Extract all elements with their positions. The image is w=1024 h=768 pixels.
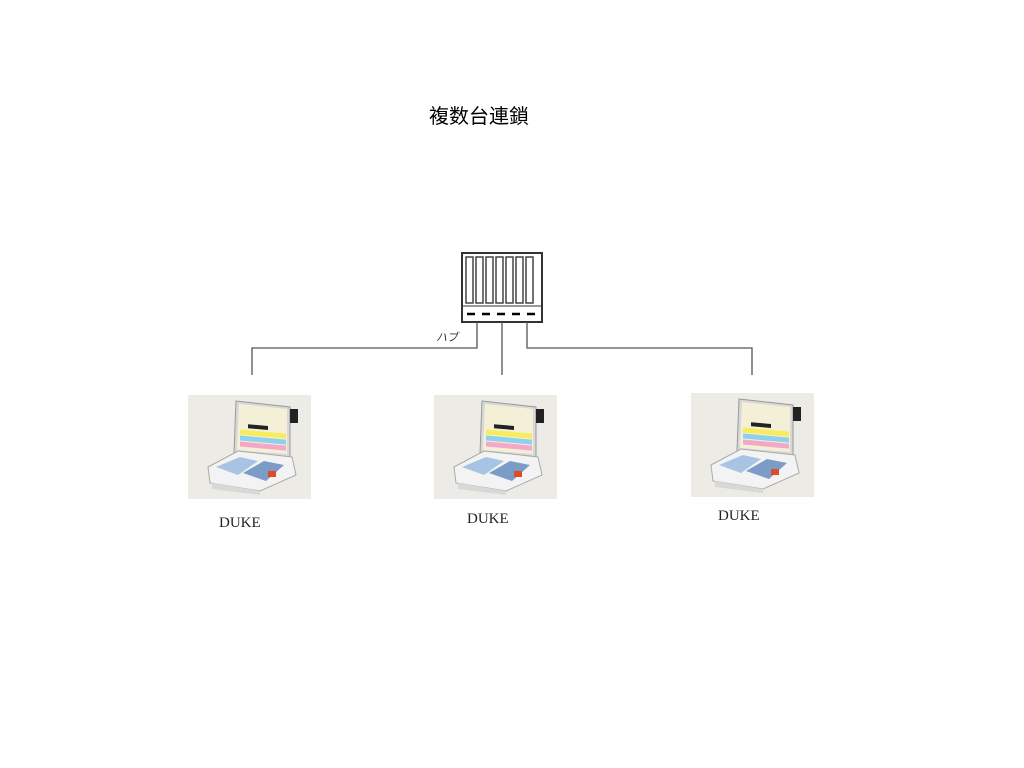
pos-terminal-image — [691, 393, 814, 497]
connection-lines — [251, 322, 753, 375]
hub-icon — [461, 252, 543, 323]
terminal-label: DUKE — [219, 515, 261, 531]
diagram-title: 複数台連鎖 — [429, 104, 529, 128]
terminal-label: DUKE — [467, 511, 509, 527]
pos-terminal-image — [434, 395, 557, 499]
terminal-label: DUKE — [718, 508, 760, 524]
pos-terminal-image — [188, 395, 311, 499]
hub-label: ハブ — [436, 331, 458, 344]
